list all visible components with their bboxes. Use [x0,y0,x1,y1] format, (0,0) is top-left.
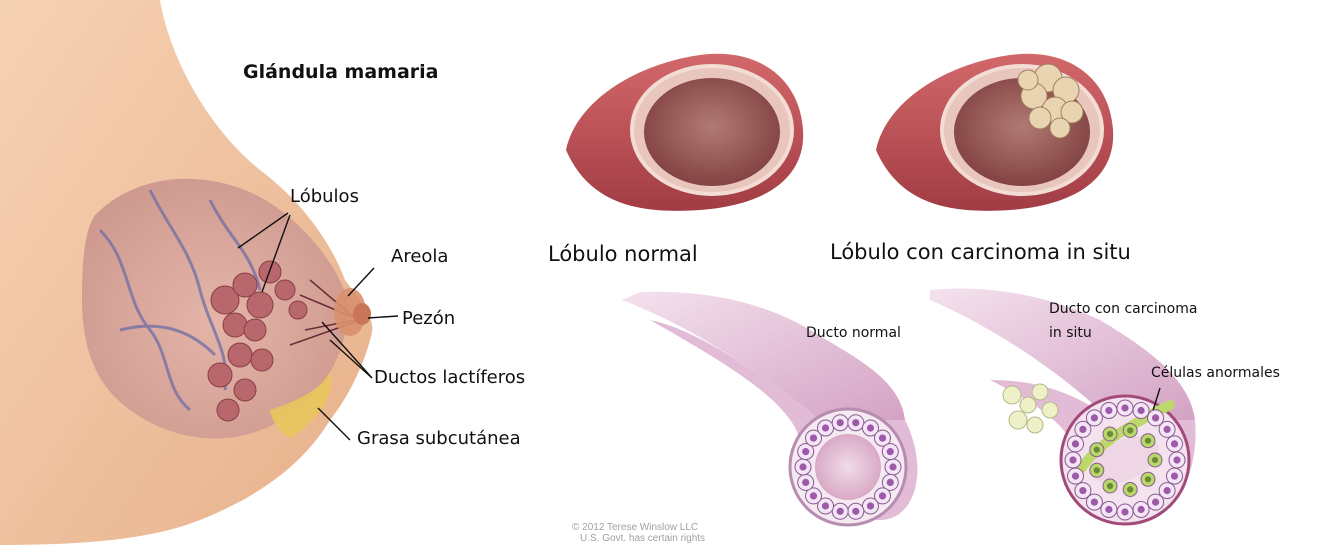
cell-nucleus [1171,440,1178,447]
label-ducto-carcinoma-line1: Ducto con carcinoma [1049,302,1197,316]
cell-nucleus [1094,447,1100,453]
label-grasa-subcutanea: Grasa subcutánea [357,430,521,448]
label-ductos-lactiferos: Ductos lactíferos [374,369,525,387]
normal-duct-tube [622,292,905,420]
cell-nucleus [810,435,817,442]
cell-nucleus [822,502,829,509]
carcinoma-duct-illustration [930,289,1196,525]
copyright-line1: © 2012 Terese Winslow LLC [572,522,698,533]
cell-nucleus [1107,483,1113,489]
cell-nucleus [1152,499,1159,506]
cell-nucleus [802,479,809,486]
cell-nucleus [1091,414,1098,421]
leader-areola [348,268,374,296]
cell-nucleus [887,448,894,455]
cell-nucleus [802,448,809,455]
cell-nucleus [1079,426,1086,433]
cell-nucleus [889,463,896,470]
cell-nucleus [1094,467,1100,473]
cell-nucleus [1121,508,1128,515]
label-ducto-carcinoma-line2: in situ [1049,326,1092,340]
cell-nucleus [1072,440,1079,447]
cell-nucleus [837,419,844,426]
cell-nucleus [1164,487,1171,494]
cell-nucleus [1138,506,1145,513]
cell-nucleus [1164,426,1171,433]
cell-nucleus [1171,473,1178,480]
label-celulas-anormales: Células anormales [1151,366,1280,380]
cell-nucleus [799,463,806,470]
normal-lobule-illustration [566,54,803,211]
normal-lobule-lumen [644,78,780,186]
normal-duct-lumen [815,434,881,500]
cell-nucleus [867,502,874,509]
cell-nucleus [1127,486,1133,492]
cell-nucleus [1105,506,1112,513]
cell-nucleus [1069,456,1076,463]
cell-nucleus [867,424,874,431]
cell-nucleus [879,435,886,442]
cell-nucleus [1152,414,1159,421]
cell-nucleus [1138,407,1145,414]
label-lobulo-normal: Lóbulo normal [548,244,698,265]
cell-nucleus [1152,457,1158,463]
cell-nucleus [1079,487,1086,494]
cell-nucleus [1145,476,1151,482]
copyright-line2: U.S. Govt. has certain rights [580,533,705,544]
leader-pezon [368,316,398,318]
cell-nucleus [837,508,844,515]
cell-nucleus [879,492,886,499]
cell-nucleus [852,508,859,515]
gland-title: Glándula mamaria [243,63,438,82]
cell-nucleus [1121,404,1128,411]
cell-nucleus [1145,438,1151,444]
cell-nucleus [1105,407,1112,414]
cell-nucleus [1173,456,1180,463]
label-pezon: Pezón [402,310,455,328]
cell-nucleus [1091,499,1098,506]
nipple-shape [353,303,371,325]
cell-nucleus [1127,427,1133,433]
carcinoma-lobule-illustration [876,54,1113,211]
label-areola: Areola [391,248,448,266]
cell-nucleus [1107,431,1113,437]
cell-nucleus [822,424,829,431]
label-lobulo-carcinoma: Lóbulo con carcinoma in situ [830,242,1131,263]
cell-nucleus [810,492,817,499]
label-ducto-normal: Ducto normal [806,326,901,340]
label-lobulos: Lóbulos [290,188,359,206]
cell-nucleus [887,479,894,486]
cell-nucleus [1072,473,1079,480]
cell-nucleus [852,419,859,426]
